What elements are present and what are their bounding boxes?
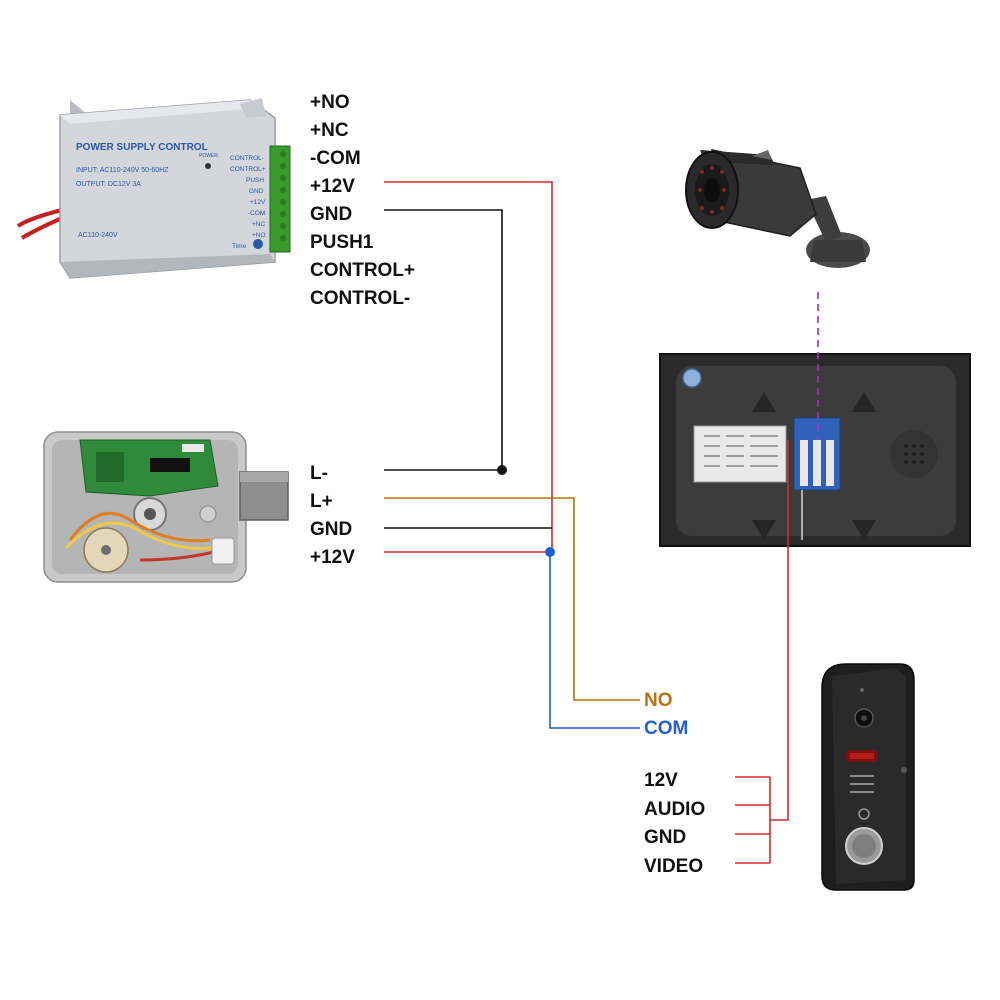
ps-terminal-label: GND bbox=[310, 204, 352, 225]
ps-input-spec: INPUT: AC110-240V 50-60HZ bbox=[76, 167, 169, 174]
intercom-monitor-icon bbox=[659, 353, 971, 547]
ps-ac-label: AC110-240V bbox=[78, 232, 118, 239]
relay-terminal-labels: NO COM bbox=[644, 690, 688, 739]
ps-terminal-label: CONTROL- bbox=[310, 288, 410, 309]
doorbell-terminal-labels: 12V AUDIO GND VIDEO bbox=[644, 770, 705, 877]
ps-terminal-label: +12V bbox=[310, 176, 355, 197]
relay-com-label: COM bbox=[644, 718, 688, 739]
doorbell-wire-bracket bbox=[735, 776, 771, 864]
lock-terminal-labels: L- L+ GND +12V bbox=[310, 463, 355, 568]
doorbell-terminal-label: 12V bbox=[644, 770, 678, 791]
lock-terminal-label: GND bbox=[310, 519, 352, 540]
doorbell-terminal-label: GND bbox=[644, 827, 686, 848]
lock-terminal-label: +12V bbox=[310, 547, 355, 568]
ps-terminal-label: +NC bbox=[310, 120, 349, 141]
ps-panel-terminal: +NO bbox=[252, 232, 266, 239]
wire-lock-plus-no bbox=[384, 497, 640, 701]
junction-dot-gnd bbox=[497, 465, 507, 475]
lock-terminal-label: L+ bbox=[310, 491, 333, 512]
ps-panel-title: POWER SUPPLY CONTROL bbox=[76, 142, 208, 153]
doorbell-terminal-label: VIDEO bbox=[644, 856, 703, 877]
doorbell-panel-icon bbox=[821, 663, 915, 891]
lock-terminal-label: L- bbox=[310, 463, 328, 484]
ps-panel-terminal: -COM bbox=[248, 210, 265, 217]
wire-ps-12v bbox=[384, 181, 553, 553]
ps-panel-terminal: +12V bbox=[250, 199, 266, 206]
power-supply-icon: POWER SUPPLY CONTROL INPUT: AC110-240V 5… bbox=[16, 98, 291, 279]
wire-com bbox=[549, 552, 640, 729]
ps-terminal-label: CONTROL+ bbox=[310, 260, 415, 281]
ps-panel-terminal: PUSH bbox=[246, 177, 264, 184]
ps-panel-terminal: CONTROL+ bbox=[230, 166, 266, 173]
power-supply-terminal-labels: +NO +NC -COM +12V GND PUSH1 CONTROL+ CON… bbox=[310, 92, 415, 309]
relay-no-label: NO bbox=[644, 690, 673, 711]
ps-output-spec: OUTPUT: DC12V 3A bbox=[76, 181, 141, 188]
ps-terminal-label: PUSH1 bbox=[310, 232, 374, 253]
ps-terminal-label: +NO bbox=[310, 92, 350, 113]
ps-terminal-label: -COM bbox=[310, 148, 361, 169]
ps-panel-terminal: CONTROL- bbox=[230, 155, 264, 162]
doorbell-terminal-label: AUDIO bbox=[644, 799, 705, 820]
electric-lock-icon bbox=[43, 431, 289, 583]
junction-dot-com bbox=[545, 547, 555, 557]
ps-time-label: Time bbox=[232, 243, 247, 250]
cctv-camera-icon bbox=[685, 149, 870, 268]
ps-panel-terminal: +NC bbox=[252, 221, 265, 228]
wire-ps-gnd bbox=[384, 209, 503, 470]
wire-monitor-doorbell bbox=[770, 440, 789, 821]
ps-power-led-label: POWER bbox=[199, 153, 218, 159]
ps-panel-terminal: GND bbox=[249, 188, 264, 195]
